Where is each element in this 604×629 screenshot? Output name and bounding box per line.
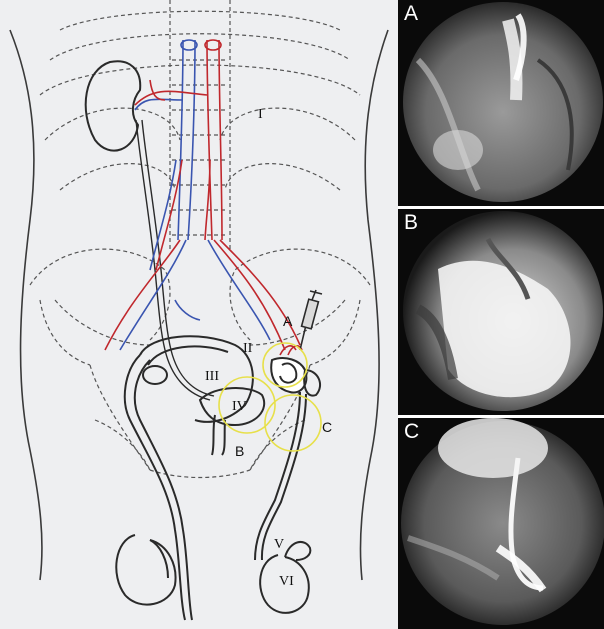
xray-image-b — [398, 209, 604, 415]
kidney — [86, 61, 141, 150]
site-label-B: B — [235, 443, 244, 459]
panel-label-b: B — [404, 211, 418, 235]
panel-label-c: C — [404, 420, 419, 444]
site-label-C: C — [322, 419, 332, 435]
region-label-I: I — [258, 107, 263, 122]
anatomy-diagram: I II III IV V VI A B C — [0, 0, 398, 629]
anatomy-svg: I II III IV V VI A B C — [0, 0, 398, 629]
region-label-VI: VI — [279, 574, 294, 589]
xray-image-a — [398, 0, 604, 206]
xray-panel-c: C — [398, 418, 604, 629]
panel-label-a: A — [404, 2, 418, 26]
xray-panel-b: B — [398, 209, 604, 415]
syringe — [300, 290, 322, 350]
region-label-III: III — [205, 369, 219, 384]
xray-image-c — [398, 418, 604, 629]
body-outline — [10, 30, 388, 580]
ribcage-dashed — [30, 0, 370, 478]
region-label-II: II — [243, 341, 253, 356]
xray-panel-a: A — [398, 0, 604, 206]
site-label-A: A — [283, 313, 293, 329]
region-label-V: V — [274, 537, 284, 552]
region-label-IV: IV — [232, 399, 247, 414]
great-vessels — [105, 40, 302, 355]
